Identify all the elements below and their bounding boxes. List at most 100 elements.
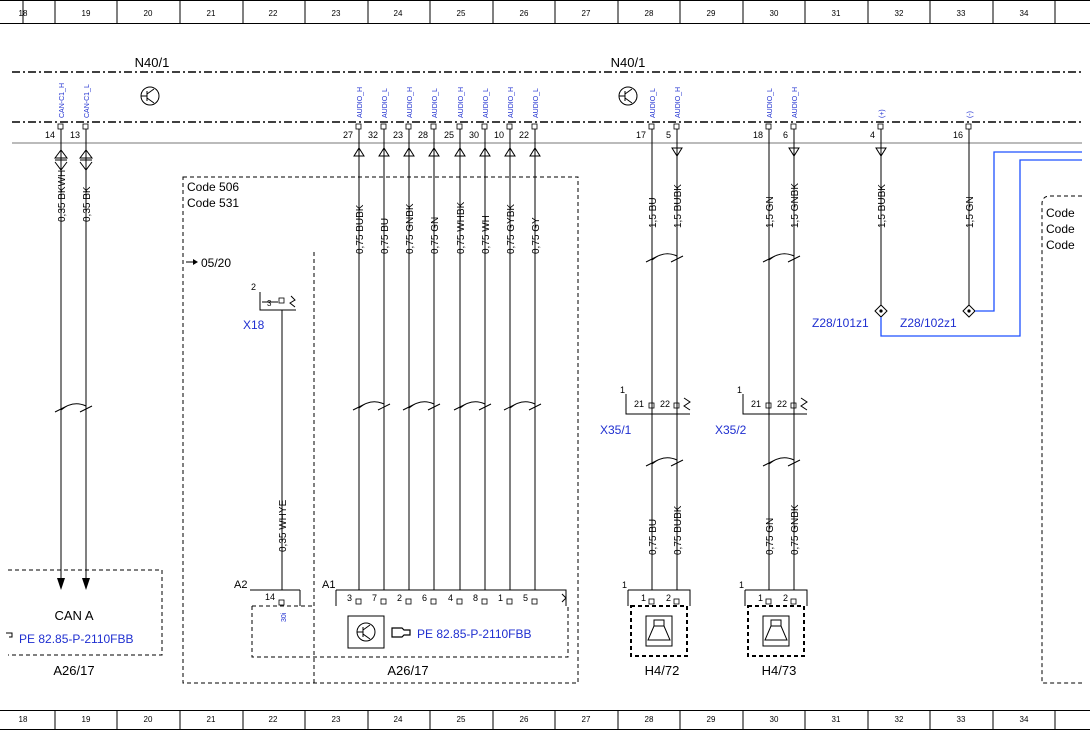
hand-pointer-icon (391, 627, 411, 638)
pin-number: 32 (368, 130, 378, 140)
signal-can-l: CAN-C1_L (84, 84, 91, 118)
grid-col: 29 (707, 9, 716, 18)
h4-72-label: H4/72 (645, 663, 680, 678)
grid-col: 26 (520, 9, 529, 18)
n40-module: N40/1 N40/1 (12, 55, 1082, 144)
pe-reference-left: PE 82.85-P-2110FBB (19, 632, 134, 646)
pin-number: 7 (372, 593, 377, 603)
pin-number: 3 (347, 593, 352, 603)
grid-col: 23 (332, 715, 341, 724)
pin-number: 1 (737, 385, 742, 395)
wire-label: 1,5 BU (648, 197, 659, 228)
arrow-right-icon (186, 259, 198, 265)
pin-number: 14 (265, 592, 275, 602)
a26-17-label-right: A26/17 (387, 663, 428, 678)
grid-col: 20 (144, 715, 153, 724)
wire-label: 0,75 BU (380, 218, 391, 254)
pin-number: 30 (469, 130, 479, 140)
pin-number: 2 (783, 593, 788, 603)
wire-label: 1,5 BUBK (877, 184, 888, 228)
wire-label: 0,75 WH (481, 215, 492, 254)
a2-label: A2 (234, 579, 247, 591)
signal-audio-h: AUDIO_H (458, 87, 465, 118)
pin-number: 22 (777, 399, 787, 409)
grid-col: 31 (832, 9, 841, 18)
pin-number: 13 (70, 130, 80, 140)
wire-label: 1,5 GN (765, 196, 776, 228)
amplifier-icon (618, 86, 638, 106)
pin-number: 1 (758, 593, 763, 603)
pin-number: 2 (666, 593, 671, 603)
hand-pointer-icon (6, 632, 13, 638)
wire-label: 0,75 GYBK (506, 204, 517, 254)
x18-label: X18 (243, 318, 265, 332)
pe-reference-right: PE 82.85-P-2110FBB (417, 627, 532, 641)
pin-number: 1 (620, 385, 625, 395)
speaker-h4-72: 1 1 2 H4/72 (622, 580, 691, 678)
wire-label: 0,75 WHBK (456, 201, 467, 254)
n40-pins: 14 13 27 32 23 28 25 30 10 22 17 5 18 6 … (45, 123, 972, 140)
wire-label: 0,75 GY (531, 217, 542, 254)
pin-number: 21 (751, 399, 761, 409)
wire-label: 0,75 GNBK (790, 504, 801, 555)
pin-number: 2 (397, 593, 402, 603)
x35-1-label: X35/1 (600, 423, 632, 437)
wire-label: 0,75 GN (765, 518, 776, 555)
wire-label: 0,35 WHYE (278, 499, 289, 552)
grid-col: 21 (207, 715, 216, 724)
pin-number: 1 (739, 580, 744, 590)
x35-1-connector: 1 21 22 X35/1 (600, 385, 691, 437)
pin-number: 22 (660, 399, 670, 409)
signal-audio-h: AUDIO_H (508, 87, 515, 118)
pin-number: 6 (783, 130, 788, 140)
grid-col: 33 (957, 9, 966, 18)
grid-col: 32 (895, 9, 904, 18)
signal-audio-h: AUDIO_H (407, 87, 414, 118)
pin-number: 27 (343, 130, 353, 140)
speaker-icon (762, 615, 790, 647)
can-arrows (57, 578, 90, 590)
code-label: Code (1046, 238, 1075, 252)
signal-plus: (+) (879, 109, 886, 118)
signal-audio-l: AUDIO_L (483, 88, 490, 118)
signal-can-h: CAN-C1_H (59, 83, 66, 118)
grid-col: 21 (207, 9, 216, 18)
pin-number: 1 (622, 580, 627, 590)
grid-col: 29 (707, 715, 716, 724)
wire-label: 0,35 BKWH (57, 170, 68, 222)
a2-box: A2 14 30i (234, 579, 569, 658)
grid-col: 28 (645, 715, 654, 724)
wire-label: 0,75 BUBK (673, 505, 684, 555)
wire-labels: 0,35 BKWH 0,35 BK 0,75 BUBK 0,75 BU 0,75… (57, 170, 976, 555)
grid-col: 27 (582, 715, 591, 724)
grid-col: 22 (269, 9, 278, 18)
pin-number: 1 (498, 593, 503, 603)
speaker-h4-73: 1 1 2 H4/73 (739, 580, 808, 678)
n40-label-right: N40/1 (611, 55, 646, 70)
grid-col: 22 (269, 715, 278, 724)
pin-number: 30i (281, 612, 288, 622)
grid-ruler-top: 18 19 20 21 22 23 24 25 26 27 28 29 30 3… (0, 0, 1090, 24)
a26-17-left-box: CAN A PE 82.85-P-2110FBB A26/17 (6, 569, 163, 678)
code-region: Code 506 Code 531 05/20 (182, 176, 579, 684)
twist-marks (54, 253, 801, 467)
z28-102-label: Z28/102z1 (900, 316, 957, 330)
pin-number: 18 (753, 130, 763, 140)
signal-minus: (-) (967, 111, 974, 118)
pin-number: 25 (444, 130, 454, 140)
x18-connector: 2 3 X18 (243, 282, 296, 332)
x35-2-label: X35/2 (715, 423, 747, 437)
grid-col: 31 (832, 715, 841, 724)
pin-number: 5 (523, 593, 528, 603)
signal-audio-h: AUDIO_H (675, 87, 682, 118)
grid-ruler-bottom: 18 19 20 21 22 23 24 25 26 27 28 29 30 3… (0, 710, 1090, 730)
pin-number: 17 (636, 130, 646, 140)
grid-col: 27 (582, 9, 591, 18)
pin-number: 8 (473, 593, 478, 603)
wire-label: 0,35 BK (82, 186, 93, 222)
grid-col: 32 (895, 715, 904, 724)
n40-label-left: N40/1 (135, 55, 170, 70)
grid-col: 24 (394, 715, 403, 724)
wire-label: 0,75 GN (430, 217, 441, 254)
wire-label: 1,5 BUBK (673, 184, 684, 228)
